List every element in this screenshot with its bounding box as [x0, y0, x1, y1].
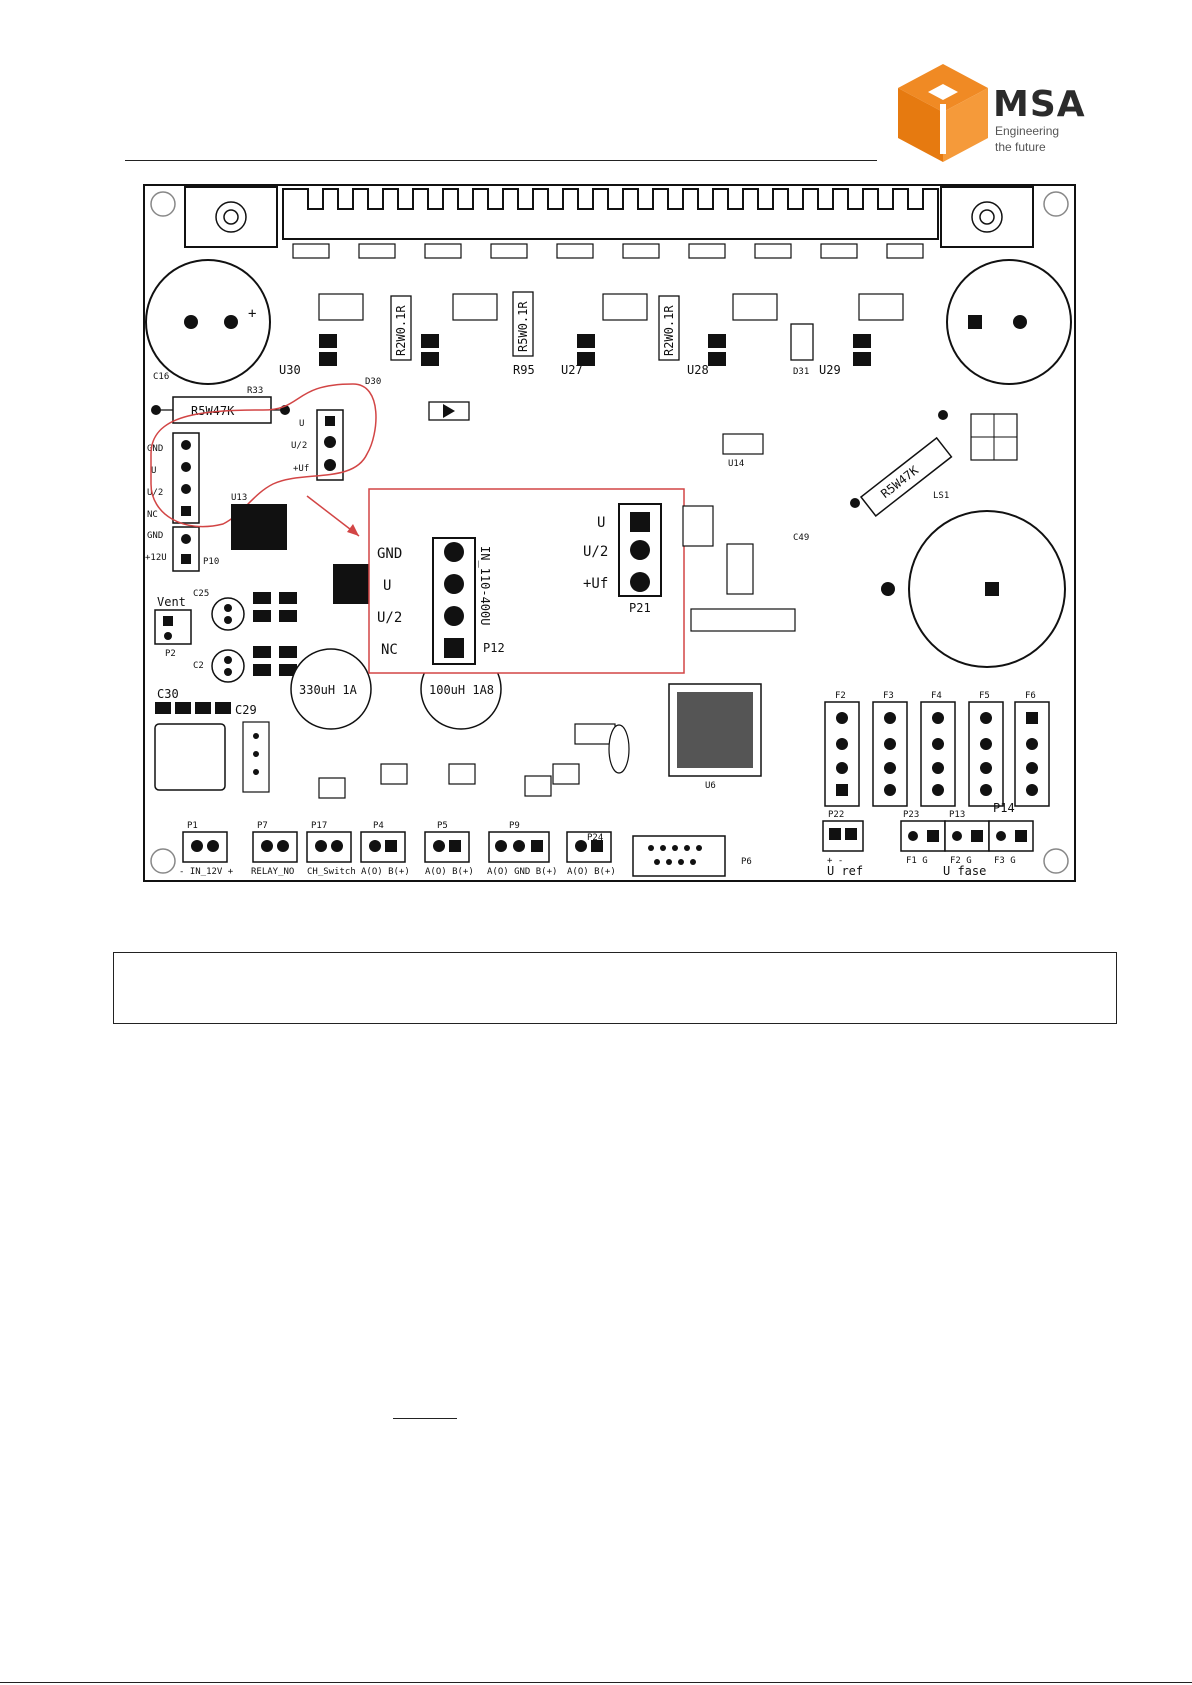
svg-text:C30: C30 — [157, 687, 179, 701]
svg-text:C49: C49 — [793, 533, 809, 543]
svg-text:+: + — [248, 306, 256, 322]
capacitor-c50 — [946, 259, 1072, 385]
svg-text:U: U — [299, 419, 304, 429]
svg-text:A(O) B(+): A(O) B(+) — [567, 867, 616, 877]
svg-text:A(O) B(+): A(O) B(+) — [425, 867, 474, 877]
svg-text:P24: P24 — [587, 833, 603, 843]
logo-name: MSA — [993, 84, 1086, 125]
svg-text:R2W0.1R: R2W0.1R — [394, 305, 408, 356]
svg-text:GND: GND — [147, 444, 163, 454]
ic-u13 — [231, 504, 287, 550]
svg-text:U30: U30 — [279, 363, 301, 377]
capacitor-c16 — [145, 259, 271, 385]
logo-tagline-line1: Engineering — [995, 124, 1060, 138]
logo-tagline-line2: the future — [995, 140, 1046, 154]
svg-text:P7: P7 — [257, 821, 268, 831]
svg-text:P22: P22 — [828, 810, 844, 820]
highlight-outline — [150, 383, 377, 528]
inductor-l2-value: 100uH 1A8 — [429, 683, 494, 697]
transistor-row — [292, 243, 924, 259]
svg-text:U29: U29 — [819, 363, 841, 377]
svg-text:F5: F5 — [979, 691, 990, 701]
r33-value: R5W47K — [191, 404, 235, 418]
svg-text:LS1: LS1 — [933, 491, 949, 501]
svg-text:F6: F6 — [1025, 691, 1036, 701]
svg-text:U/2: U/2 — [291, 441, 307, 451]
svg-text:+Uf: +Uf — [293, 464, 309, 474]
svg-text:A(O) GND B(+): A(O) GND B(+) — [487, 867, 557, 877]
svg-text:P1: P1 — [187, 821, 198, 831]
svg-text:P2: P2 — [165, 649, 176, 659]
svg-text:GND: GND — [147, 531, 163, 541]
r33-ref: R33 — [247, 386, 263, 396]
heatsink — [282, 188, 939, 240]
svg-text:U6: U6 — [705, 781, 716, 791]
figure-caption-box — [113, 952, 1117, 1024]
svg-text:P9: P9 — [509, 821, 520, 831]
p21-pin-u2: U/2 — [583, 544, 608, 560]
svg-text:A(O) B(+): A(O) B(+) — [361, 867, 410, 877]
vent-label: Vent — [157, 595, 186, 609]
svg-text:RELAY_NO: RELAY_NO — [251, 867, 294, 877]
svg-text:C2: C2 — [193, 661, 204, 671]
svg-text:U ref: U ref — [827, 864, 863, 878]
p12-ref: P12 — [483, 641, 505, 655]
svg-text:D30: D30 — [365, 377, 381, 387]
p12-pin-gnd: GND — [377, 546, 402, 562]
svg-text:U: U — [151, 466, 156, 476]
msa-logo — [898, 64, 1128, 162]
p12-pin-u2: U/2 — [377, 610, 402, 626]
svg-text:U14: U14 — [728, 459, 744, 469]
svg-text:U13: U13 — [231, 493, 247, 503]
svg-text:F3 G: F3 G — [994, 856, 1016, 866]
underline-mark — [393, 1418, 457, 1419]
p21-ref: P21 — [629, 601, 651, 615]
p21-pin-u: U — [597, 515, 605, 531]
svg-text:P4: P4 — [373, 821, 384, 831]
mount-hole-icon — [150, 848, 176, 874]
inductor-l1-value: 330uH 1A — [299, 683, 358, 697]
svg-text:CH_Switch: CH_Switch — [307, 867, 356, 877]
svg-text:U/2: U/2 — [147, 488, 163, 498]
svg-text:- IN_12V +: - IN_12V + — [179, 867, 234, 877]
p12-side-label: IN_110-400U — [478, 546, 492, 625]
svg-text:F2 G: F2 G — [950, 856, 972, 866]
svg-text:P10: P10 — [203, 557, 219, 567]
mount-hole-icon — [1043, 191, 1069, 217]
svg-text:R5W0.1R: R5W0.1R — [516, 301, 530, 352]
msa-logo-cube-icon — [898, 64, 988, 162]
p21-pin-uf: +Uf — [583, 576, 608, 592]
svg-text:P5: P5 — [437, 821, 448, 831]
svg-text:R95: R95 — [513, 363, 535, 377]
svg-text:F2: F2 — [835, 691, 846, 701]
page-bottom-rule — [0, 1682, 1192, 1683]
svg-text:U27: U27 — [561, 363, 583, 377]
mount-hole-icon — [1043, 848, 1069, 874]
svg-text:F3: F3 — [883, 691, 894, 701]
svg-text:D31: D31 — [793, 367, 809, 377]
svg-text:P23: P23 — [903, 810, 919, 820]
p12-pin-u: U — [383, 578, 391, 594]
mount-hole-icon — [150, 191, 176, 217]
svg-text:F4: F4 — [931, 691, 942, 701]
svg-text:F1 G: F1 G — [906, 856, 928, 866]
header-divider — [125, 160, 877, 161]
svg-text:NC: NC — [147, 510, 158, 520]
svg-text:P14: P14 — [993, 801, 1015, 815]
p12-pin-nc: NC — [381, 642, 398, 658]
svg-text:P13: P13 — [949, 810, 965, 820]
svg-text:C25: C25 — [193, 589, 209, 599]
svg-text:C29: C29 — [235, 703, 257, 717]
svg-text:P6: P6 — [741, 857, 752, 867]
svg-text:P17: P17 — [311, 821, 327, 831]
svg-text:R2W0.1R: R2W0.1R — [662, 305, 676, 356]
svg-text:U28: U28 — [687, 363, 709, 377]
svg-text:+12U: +12U — [145, 553, 167, 563]
svg-text:U fase: U fase — [943, 864, 986, 878]
svg-text:+ -: + - — [827, 856, 843, 866]
c16-label: C16 — [153, 372, 169, 382]
